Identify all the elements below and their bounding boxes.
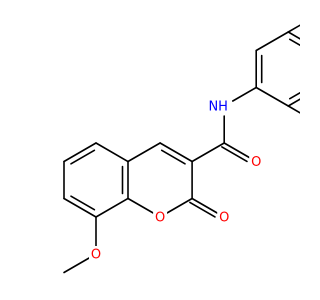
lactone-oxygen-label: O xyxy=(219,211,229,226)
chemical-structure-diagram: Cl NH O O O O xyxy=(63,24,300,274)
methoxy-oxygen-atom: O xyxy=(89,246,103,263)
bond xyxy=(189,201,216,218)
bond xyxy=(287,31,300,40)
ring-oxygen-label: O xyxy=(155,211,165,226)
amide-oxygen-atom: O xyxy=(249,153,264,170)
bond xyxy=(223,142,251,159)
bond-layer xyxy=(63,24,300,274)
lactone-oxygen-atom: O xyxy=(217,209,232,226)
bond xyxy=(221,146,248,163)
bond xyxy=(127,142,161,163)
bond xyxy=(287,105,300,114)
bond xyxy=(159,142,193,163)
bond xyxy=(191,142,225,163)
bond xyxy=(287,24,300,33)
ring-oxygen-atom: O xyxy=(153,209,168,226)
bond xyxy=(70,149,96,165)
bond xyxy=(127,197,154,214)
bond xyxy=(288,38,300,47)
methoxy-oxygen-label: O xyxy=(91,248,101,263)
bond xyxy=(63,197,97,218)
bond xyxy=(63,257,90,274)
bond xyxy=(255,86,290,107)
bond xyxy=(232,86,258,102)
amide-oxygen-label: O xyxy=(251,155,261,170)
bond xyxy=(287,98,300,107)
bond xyxy=(288,91,300,100)
amide-nitrogen-atom: NH xyxy=(206,98,231,115)
bond xyxy=(160,149,186,165)
bond xyxy=(70,195,96,211)
bond xyxy=(166,197,193,214)
amide-nitrogen-label: NH xyxy=(208,100,228,115)
atom-label-layer: Cl NH O O O O xyxy=(89,98,264,263)
bond xyxy=(191,197,218,214)
bond xyxy=(95,197,129,218)
bond xyxy=(63,142,97,163)
bond xyxy=(95,142,129,163)
bond xyxy=(255,31,290,52)
